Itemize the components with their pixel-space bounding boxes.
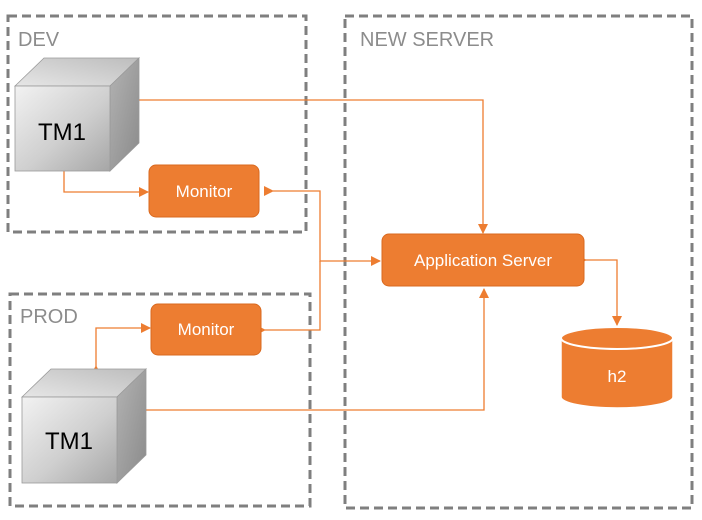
node-app-server: Application Server [381, 233, 585, 287]
connector-prod-tm1-monitor [91, 323, 151, 375]
node-prod-tm1: TM1 [21, 368, 147, 484]
dev-monitor-label: Monitor [176, 182, 233, 201]
node-dev-monitor: Monitor [148, 164, 260, 218]
connectors [59, 95, 622, 415]
connector-dev-tm1-monitor [59, 161, 149, 197]
dev-tm1-label: TM1 [38, 119, 86, 146]
cube-icon [21, 368, 147, 484]
zone-dev-label: DEV [18, 29, 60, 51]
connector-app-server-database [577, 255, 622, 326]
database-cylinder-icon [560, 326, 674, 409]
app-server-label: Application Server [414, 251, 552, 270]
connector-dev-monitor-app-server [264, 186, 381, 266]
prod-monitor-label: Monitor [178, 320, 235, 339]
connector-prod-tm1-app-server [138, 288, 489, 415]
database-label: h2 [608, 367, 627, 386]
zone-new-server-label: NEW SERVER [360, 29, 494, 51]
cube-icon [14, 57, 140, 172]
node-dev-tm1: TM1 [14, 57, 140, 172]
prod-tm1-label: TM1 [45, 428, 93, 455]
node-prod-monitor: Monitor [150, 303, 262, 356]
connector-dev-tm1-app-server [131, 95, 488, 234]
node-database: h2 [560, 326, 674, 409]
zone-prod-label: PROD [20, 306, 78, 328]
